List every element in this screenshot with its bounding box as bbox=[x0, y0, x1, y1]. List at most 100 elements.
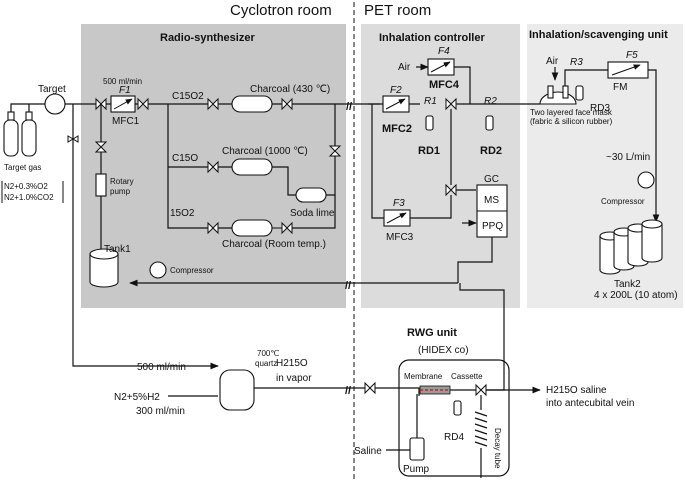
pump-icon bbox=[409, 437, 425, 461]
valve-controller-main bbox=[445, 97, 457, 111]
charcoal-1000-icon bbox=[231, 158, 273, 176]
synth-compressor-icon bbox=[149, 261, 167, 279]
target-to-furnace-line bbox=[72, 104, 219, 370]
saline-label: Saline bbox=[354, 446, 382, 457]
o15-label: 15O2 bbox=[170, 208, 195, 219]
furnace-temp: 700℃ bbox=[257, 349, 279, 358]
mask-label-1: Two layered face mask bbox=[530, 108, 613, 117]
c15o2-label: C15O2 bbox=[172, 91, 204, 102]
cassette-label: Cassette bbox=[451, 372, 483, 381]
scavenging-compressor-label: Compressor bbox=[601, 197, 645, 206]
cyclotron-room-title: Cyclotron room bbox=[230, 2, 332, 19]
synth-compressor-label: Compressor bbox=[170, 266, 214, 275]
output-label-2: into antecubital vein bbox=[546, 398, 634, 409]
rwg-maker: (HIDEX co) bbox=[418, 345, 469, 356]
mfc3-branch-line bbox=[371, 104, 384, 219]
h2o-vapor-label-2: in vapor bbox=[276, 373, 312, 384]
gc-exhaust-line bbox=[457, 237, 493, 283]
mfc2-flow-symbol: F2 bbox=[390, 85, 402, 96]
gc-label: GC bbox=[484, 174, 499, 185]
inhalation-scavenging-title: Inhalation/scavenging unit bbox=[529, 29, 668, 41]
mask-label-2: (fabric & silicon rubber) bbox=[530, 117, 613, 126]
tank2-label: Tank2 bbox=[614, 279, 641, 290]
output-label-1: H215O saline bbox=[546, 385, 607, 396]
mfc1-label: MFC1 bbox=[112, 116, 140, 127]
charcoal-room-label: Charcoal (Room temp.) bbox=[222, 239, 326, 250]
membrane-label: Membrane bbox=[404, 372, 443, 381]
scavenging-compressor-icon bbox=[637, 171, 655, 189]
mask-air-label: Air bbox=[546, 56, 559, 67]
wall-break-vapor: // bbox=[345, 385, 351, 397]
wall-break-main: // bbox=[346, 101, 352, 113]
r2-label: R2 bbox=[484, 96, 497, 107]
rd2-label: RD2 bbox=[480, 145, 502, 157]
valve-rotary bbox=[94, 141, 108, 153]
gas-mix-brackets bbox=[1, 181, 64, 203]
r3-label: R3 bbox=[570, 57, 583, 68]
furnace-material: quartz bbox=[255, 359, 277, 368]
target-label: Target bbox=[38, 84, 66, 95]
pump-label: Pump bbox=[403, 464, 430, 475]
soda-lime-icon bbox=[295, 187, 327, 203]
mfc3-label: MFC3 bbox=[386, 232, 414, 243]
charcoal-room-icon bbox=[231, 219, 273, 237]
rd3-label: RD3 bbox=[590, 103, 610, 114]
rd4-label: RD4 bbox=[444, 432, 464, 443]
charcoal-430-label: Charcoal (430 ℃) bbox=[250, 84, 330, 95]
soda-lime-label: Soda lime bbox=[290, 208, 335, 219]
target-gas-label: Target gas bbox=[4, 163, 41, 172]
rd1-icon bbox=[425, 115, 434, 131]
rd1-label: RD1 bbox=[418, 145, 440, 157]
target-icon bbox=[44, 93, 66, 115]
n2h2-label: N2+5%H2 bbox=[114, 392, 160, 403]
rd2-icon bbox=[485, 115, 494, 131]
mfc1-flow-symbol: F1 bbox=[119, 85, 131, 96]
ms-label: MS bbox=[484, 195, 499, 206]
vapor-line bbox=[254, 387, 420, 396]
synth-flow-rate: 500 ml/min bbox=[103, 77, 142, 86]
c15o-to-sodalime-line bbox=[272, 166, 296, 196]
ppq-label: PPQ bbox=[482, 221, 503, 232]
tank1-label: Tank1 bbox=[104, 244, 131, 255]
mfc2-label: MFC2 bbox=[382, 123, 412, 135]
wall-break-exhaust: // bbox=[345, 280, 351, 292]
rwg-flow-bottom: 300 ml/min bbox=[136, 406, 185, 417]
valve-charcoal-430-out bbox=[281, 97, 293, 111]
fm-box bbox=[607, 61, 649, 79]
valve-rwg-output bbox=[475, 383, 487, 397]
mfc4-label: MFC4 bbox=[429, 79, 460, 91]
valve-sodalime-out bbox=[328, 145, 342, 157]
controller-air-label: Air bbox=[398, 62, 411, 73]
pet-room-title: PET room bbox=[364, 2, 431, 19]
quartz-furnace-icon bbox=[219, 369, 255, 411]
rwg-unit-title: RWG unit bbox=[407, 327, 457, 339]
tank1-icon bbox=[89, 248, 119, 288]
decay-tube-label: Decay tube bbox=[493, 428, 502, 469]
fm-label: FM bbox=[613, 82, 627, 93]
rwg-unit-box bbox=[398, 359, 510, 477]
decay-tube-icon bbox=[474, 395, 488, 478]
rotary-pump-label-2: pump bbox=[110, 187, 131, 196]
rd3-icon bbox=[575, 85, 584, 101]
valve-o15 bbox=[207, 221, 219, 235]
valve-mfc1-out bbox=[137, 97, 149, 111]
r1-label: R1 bbox=[424, 96, 437, 107]
mfc4-out-line bbox=[454, 66, 471, 104]
valve-charcoal-room-out bbox=[272, 221, 293, 235]
charcoal-1000-label: Charcoal (1000 ℃) bbox=[222, 146, 308, 157]
rwg-flow-top: 500 ml/min bbox=[137, 362, 186, 373]
mfc4-flow-symbol: F4 bbox=[438, 46, 450, 57]
tank2-spec: 4 x 200L (10 atom) bbox=[594, 290, 678, 301]
valve-c15o2 bbox=[207, 97, 219, 111]
target-gas-mix-2: N2+1.0%CO2 bbox=[4, 193, 54, 202]
scavenging-flow-rate: ~30 L/min bbox=[606, 152, 650, 163]
rotary-pump-label-1: Rotary bbox=[110, 177, 134, 186]
valve-controller-lower bbox=[445, 183, 457, 197]
valve-vapor bbox=[364, 381, 376, 395]
mfc3-flow-symbol: F3 bbox=[393, 198, 405, 209]
fm-to-tank2-line bbox=[648, 69, 660, 223]
o15-to-main-line bbox=[292, 195, 336, 229]
h2o-vapor-label-1: H215O bbox=[276, 358, 308, 369]
